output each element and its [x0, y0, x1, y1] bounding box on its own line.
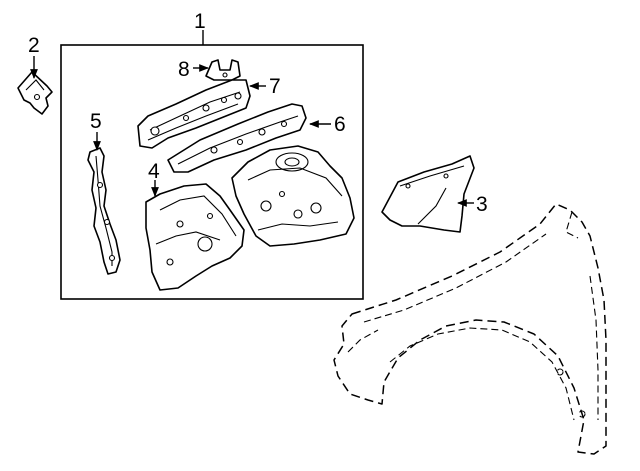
callout-4: 4	[148, 160, 160, 183]
part-4-front-apron	[145, 183, 245, 291]
assembly-box	[60, 44, 364, 300]
part-3-splash-shield	[381, 155, 475, 233]
part-6-side-member	[167, 103, 307, 173]
callout-7: 7	[269, 75, 281, 98]
part-2-clip	[17, 71, 53, 115]
callout-8: 8	[178, 58, 190, 81]
part-5-bracket	[87, 147, 121, 275]
callout-3: 3	[476, 193, 488, 216]
part-1-wheelhouse	[231, 145, 355, 247]
fender-outline	[333, 203, 607, 455]
callout-1: 1	[194, 10, 206, 33]
callout-6: 6	[334, 113, 346, 136]
part-8-bracket	[205, 59, 241, 81]
part-7-upper-rail	[137, 79, 251, 149]
callout-2: 2	[28, 34, 40, 57]
callout-5: 5	[90, 110, 102, 133]
